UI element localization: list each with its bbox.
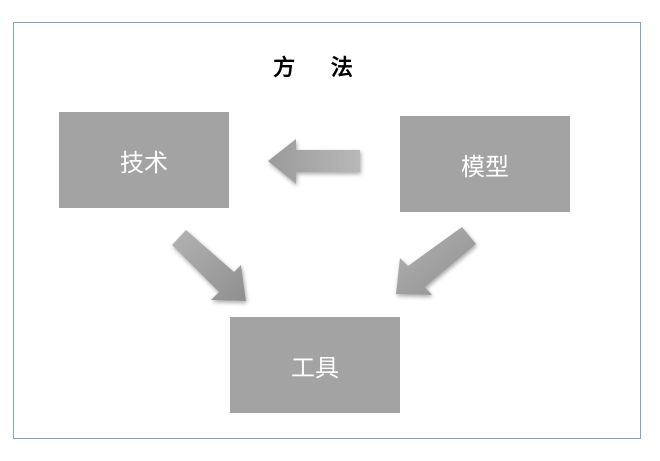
node-tool-label: 工具: [291, 353, 339, 382]
arrow-model-to-tool: [396, 227, 476, 295]
arrow-tech-to-tool: [172, 230, 246, 301]
arrow-model-to-tech: [268, 139, 360, 184]
node-tech-label: 技术: [120, 148, 168, 177]
node-model-label: 模型: [461, 152, 509, 181]
diagram-title: 方 法: [273, 56, 367, 81]
node-tool: 工具: [230, 317, 400, 413]
node-tech: 技术: [59, 112, 229, 208]
node-model: 模型: [400, 116, 570, 212]
